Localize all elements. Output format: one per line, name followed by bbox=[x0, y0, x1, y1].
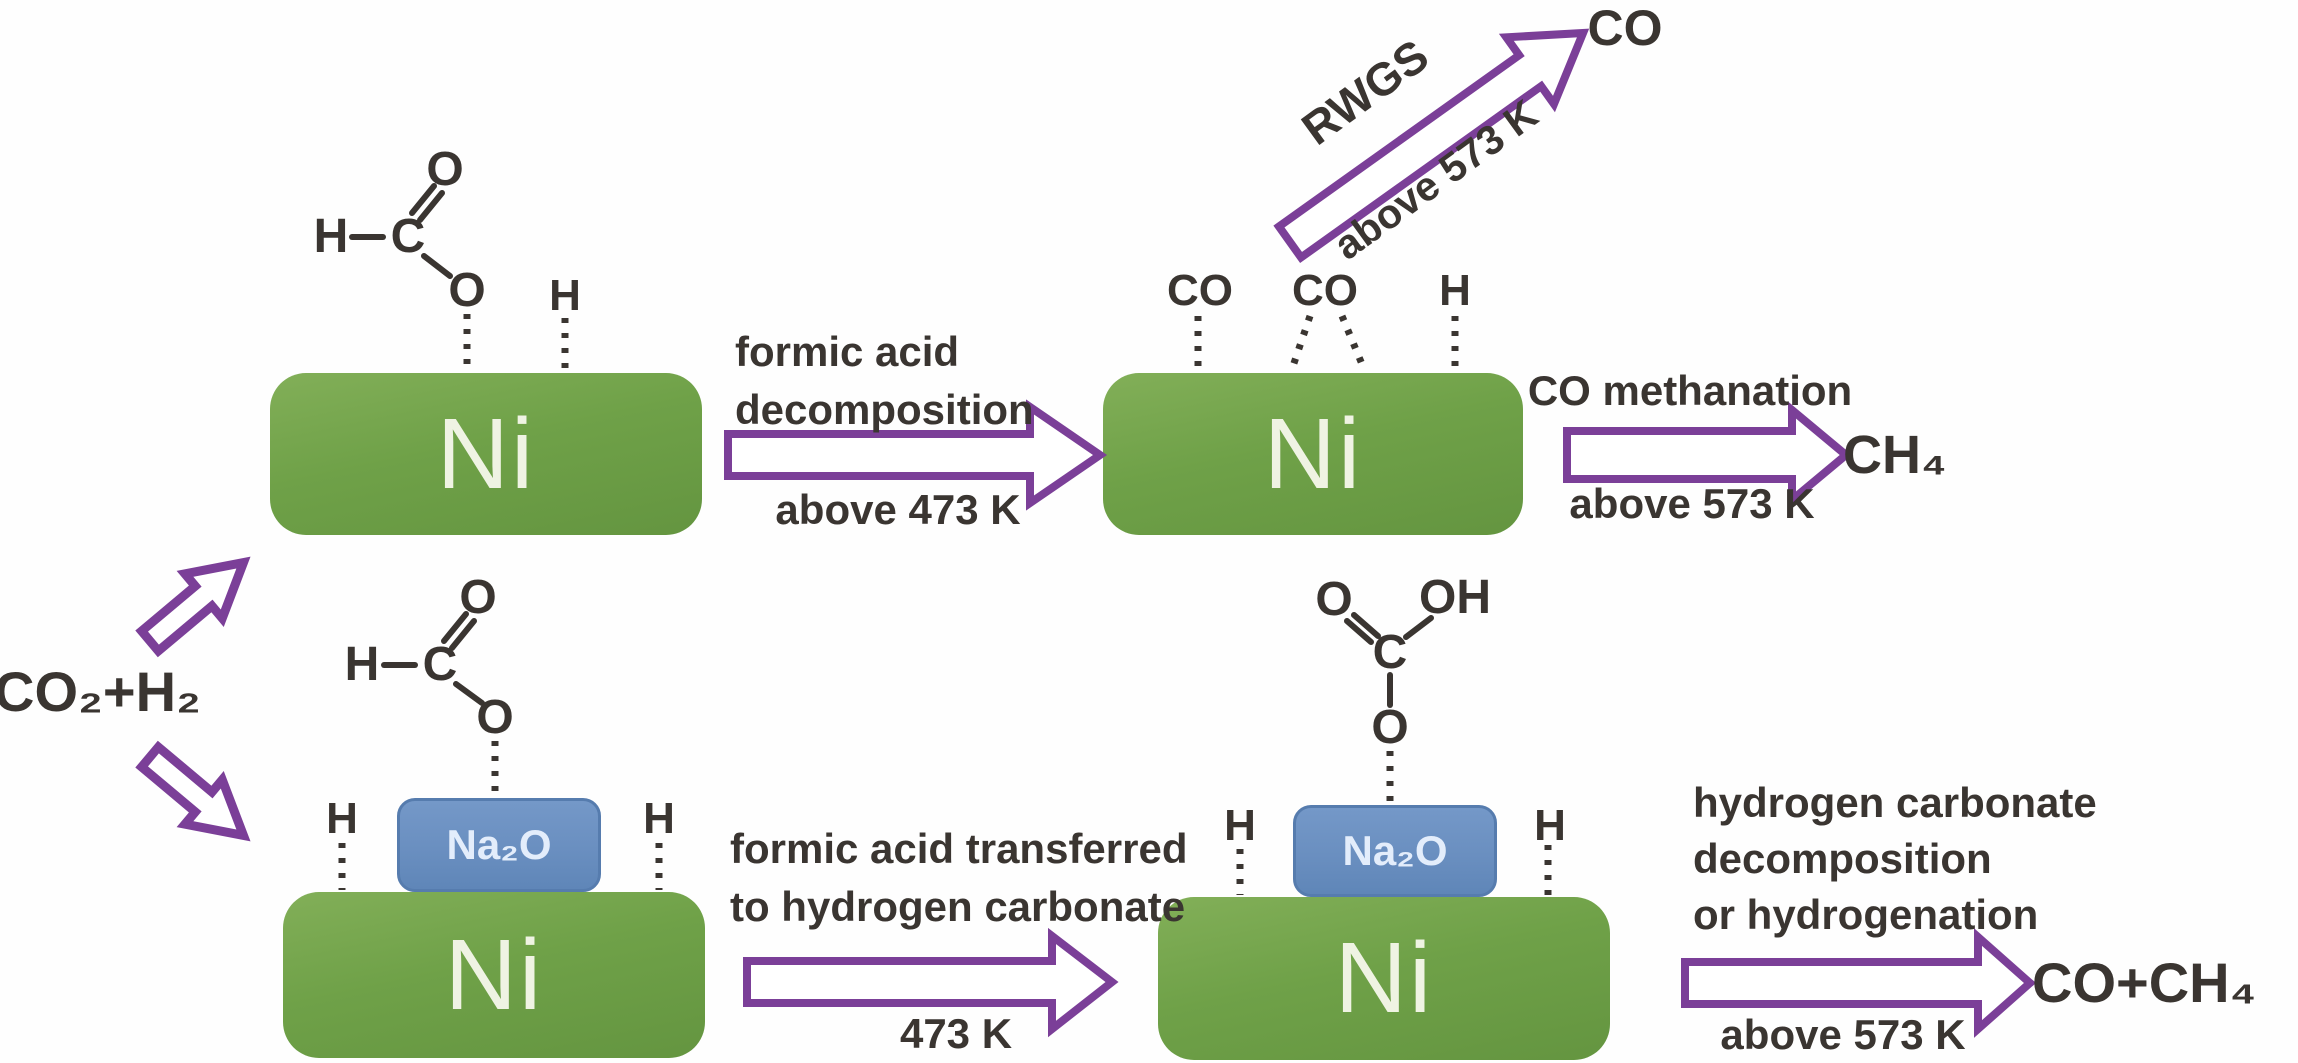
ni-block-top-left: Ni bbox=[270, 373, 702, 535]
caption-line: decomposition bbox=[1693, 834, 1992, 882]
atom-o-bridge: O bbox=[476, 691, 514, 744]
rwgs-caption: RWGS bbox=[1292, 29, 1438, 155]
dotted-co2-ni-left bbox=[1288, 314, 1314, 371]
hydrogen-carbonate-caption: hydrogen carbonate decomposition or hydr… bbox=[1693, 775, 2097, 943]
atom-o-carbonyl: O bbox=[459, 571, 497, 624]
atom-oh: OH bbox=[1419, 571, 1491, 624]
ni-block-bottom-middle: Ni bbox=[1158, 897, 1610, 1060]
formic-decomposition-caption: formic acid decomposition bbox=[735, 323, 1034, 439]
caption-line: hydrogen carbonate bbox=[1693, 779, 2097, 826]
formic-decomposition-condition: above 473 K bbox=[775, 486, 1021, 533]
co-methanation-product: CH₄ bbox=[1843, 425, 1947, 485]
ni-label: Ni bbox=[436, 397, 536, 510]
atom-c: C bbox=[422, 638, 458, 691]
formic-transfer-condition: 473 K bbox=[899, 1010, 1013, 1057]
na2o-box-bottom-middle: Na₂O bbox=[1293, 805, 1497, 897]
caption-line: decomposition bbox=[735, 385, 1034, 433]
atom-h: H bbox=[344, 638, 380, 691]
atom-o-bridge: O bbox=[1371, 701, 1409, 754]
ni-block-top-middle: Ni bbox=[1103, 373, 1523, 535]
hydrogen-carbonate-condition: above 573 K bbox=[1720, 1011, 1966, 1058]
atom-o-carbonyl: O bbox=[426, 143, 464, 196]
rwgs-product: CO bbox=[1587, 0, 1663, 56]
bond-c-o-single bbox=[421, 253, 453, 279]
reactant-formula: CO₂+H₂ bbox=[0, 660, 201, 723]
atom-o-bridge: O bbox=[448, 264, 486, 317]
ni-label: Ni bbox=[1263, 397, 1363, 510]
adsorbed-co-bridge-label: CO bbox=[1292, 266, 1358, 315]
na2o-label: Na₂O bbox=[1342, 827, 1448, 874]
reactant-down-arrow bbox=[135, 740, 251, 842]
caption-line: formic acid bbox=[735, 328, 960, 375]
adsorbed-h-label: H bbox=[1439, 266, 1471, 315]
adsorbed-h-label: H bbox=[1224, 801, 1256, 850]
caption-line: or hydrogenation bbox=[1693, 890, 2039, 938]
caption-line: to hydrogen carbonate bbox=[730, 882, 1186, 930]
caption-line: formic acid transferred bbox=[730, 825, 1188, 872]
adsorbed-h-label: H bbox=[326, 794, 358, 843]
adsorbed-h-label: H bbox=[549, 271, 581, 320]
dotted-co2-ni-right bbox=[1338, 314, 1368, 371]
co-methanation-caption: CO methanation bbox=[1527, 367, 1853, 414]
hydrogen-carbonate-product: CO+CH₄ bbox=[2032, 951, 2257, 1014]
co-methanation-condition: above 573 K bbox=[1569, 480, 1815, 527]
atom-h: H bbox=[313, 210, 349, 263]
adsorbed-h-label: H bbox=[643, 794, 675, 843]
ni-label: Ni bbox=[444, 918, 544, 1031]
ni-label: Ni bbox=[1334, 922, 1434, 1034]
na2o-box-bottom-left: Na₂O bbox=[397, 798, 601, 892]
na2o-label: Na₂O bbox=[446, 821, 552, 868]
reactant-up-arrow bbox=[135, 556, 251, 658]
atom-c: C bbox=[1372, 626, 1408, 679]
formic-transfer-caption: formic acid transferred to hydrogen carb… bbox=[730, 820, 1188, 936]
adsorbed-h-label: H bbox=[1534, 801, 1566, 850]
atom-c: C bbox=[390, 210, 426, 263]
adsorbed-co-label: CO bbox=[1167, 266, 1233, 315]
atom-o-carbonyl: O bbox=[1315, 573, 1353, 626]
ni-block-bottom-left: Ni bbox=[283, 892, 705, 1058]
